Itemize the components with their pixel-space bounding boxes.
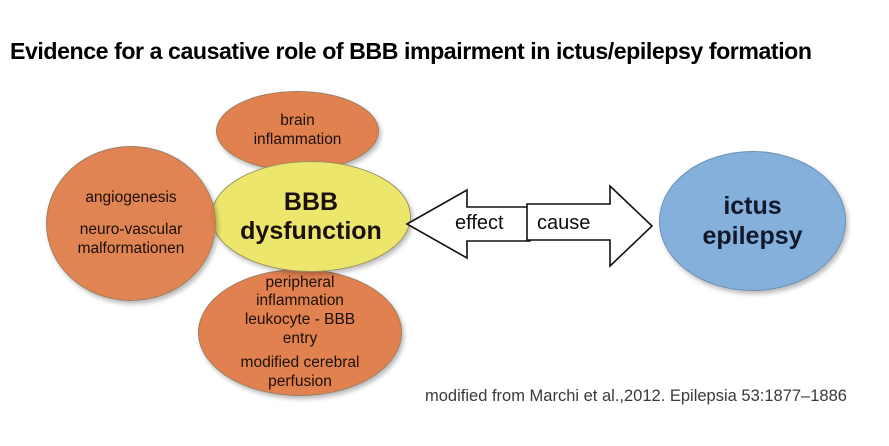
angiogenesis-text-gap bbox=[78, 207, 185, 221]
peripheral-line-5: modified cerebral bbox=[240, 354, 360, 372]
bbb-line-2: dysfunction bbox=[240, 216, 382, 245]
peripheral-line-3: leukocyte - BBB bbox=[244, 310, 356, 328]
brain-inflammation-line-1: brain bbox=[280, 112, 315, 130]
arrow-label-cause: cause bbox=[537, 212, 591, 234]
page-title: Evidence for a causative role of BBB imp… bbox=[10, 38, 812, 64]
ellipse-peripheral-inflammation[interactable]: peripheral inflammation leukocyte - BBB … bbox=[198, 269, 402, 396]
peripheral-line-1: peripheral bbox=[265, 273, 335, 291]
peripheral-line-6: perfusion bbox=[268, 372, 332, 390]
bidirectional-arrow-group bbox=[400, 178, 660, 274]
ictus-line-1: ictus bbox=[723, 192, 782, 220]
ellipse-angiogenesis-text: angiogenesis neuro-vascular malformation… bbox=[72, 189, 191, 259]
ellipse-brain-inflammation-text: brain inflammation bbox=[248, 112, 348, 149]
ellipse-peripheral-inflammation-text: peripheral inflammation leukocyte - BBB … bbox=[235, 274, 366, 392]
angiogenesis-line-1: angiogenesis bbox=[85, 188, 177, 206]
ellipse-bbb-dysfunction-text: BBB dysfunction bbox=[234, 188, 388, 246]
bbb-line-1: BBB bbox=[283, 187, 339, 216]
ictus-line-2: epilepsy bbox=[702, 222, 803, 250]
angiogenesis-line-2: neuro-vascular bbox=[79, 221, 183, 239]
peripheral-line-2: inflammation bbox=[256, 292, 344, 310]
brain-inflammation-line-2: inflammation bbox=[253, 131, 342, 148]
angiogenesis-line-3: malformationen bbox=[77, 239, 185, 257]
arrow-label-effect: effect bbox=[455, 212, 504, 234]
ellipse-bbb-dysfunction[interactable]: BBB dysfunction bbox=[211, 161, 411, 272]
ellipse-ictus-epilepsy-text: ictus epilepsy bbox=[696, 191, 808, 251]
ellipse-ictus-epilepsy[interactable]: ictus epilepsy bbox=[659, 151, 846, 291]
right-arrow-icon bbox=[526, 184, 654, 268]
source-caption: modified from Marchi et al.,2012. Epilep… bbox=[425, 387, 847, 405]
ellipse-angiogenesis[interactable]: angiogenesis neuro-vascular malformation… bbox=[46, 146, 216, 301]
peripheral-line-4: entry bbox=[282, 329, 318, 347]
ellipse-brain-inflammation[interactable]: brain inflammation bbox=[216, 91, 379, 171]
